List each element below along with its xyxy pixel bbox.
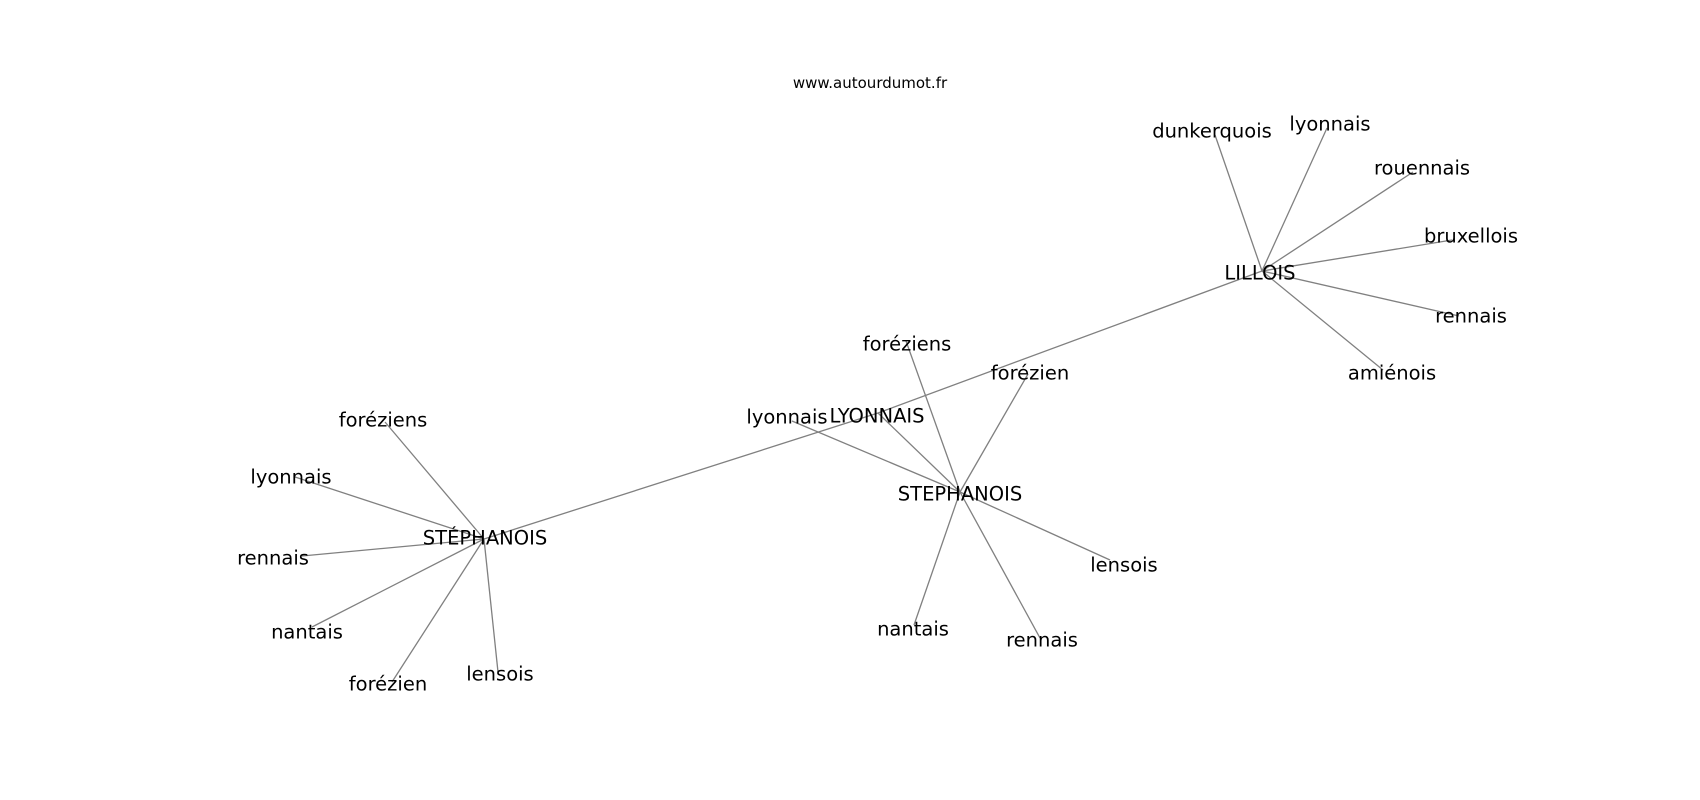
node-label-lyonnais-lille[interactable]: lyonnais (1289, 113, 1370, 136)
node-label-foreziens-left[interactable]: foréziens (339, 409, 428, 432)
edge-stephanois_acc-rennais_left (301, 538, 485, 557)
edge-layer (294, 127, 1460, 683)
node-label-lyonnais-mid[interactable]: lyonnais (746, 406, 827, 429)
node-label-lyonnais-hub[interactable]: LYONNAIS (829, 405, 924, 428)
edge-stephanois_acc-foreziens_left (384, 421, 485, 540)
node-label-forezien-mid[interactable]: forézien (991, 362, 1069, 385)
node-label-dunkerquois[interactable]: dunkerquois (1152, 120, 1272, 143)
edge-lyonnais_hub-stephanois_acc (483, 412, 879, 540)
edge-lillois-bruxellois (1261, 239, 1453, 272)
edge-stephanois_hub-lyonnais_mid (791, 420, 961, 493)
edge-lillois-lyonnais_hub (877, 270, 1263, 414)
node-label-lensois-left[interactable]: lensois (466, 663, 533, 686)
node-label-lyonnais-left[interactable]: lyonnais (250, 466, 331, 489)
edge-stephanois_hub-lensois_mid (959, 491, 1111, 561)
edge-lillois-dunkerquois (1214, 134, 1263, 272)
node-label-bruxellois[interactable]: bruxellois (1424, 225, 1518, 248)
edge-stephanois_acc-nantais_left (311, 538, 485, 628)
edge-lyonnais_hub-stephanois_hub (877, 412, 961, 493)
edge-stephanois_acc-lensois_left (483, 538, 499, 673)
edge-stephanois_hub-rennais_mid (959, 491, 1041, 639)
edge-lillois-rennais_lille (1261, 270, 1460, 317)
node-label-nantais-mid[interactable]: nantais (877, 618, 949, 641)
node-label-rennais-left[interactable]: rennais (237, 547, 309, 570)
node-label-foreziens-mid[interactable]: foréziens (863, 333, 952, 356)
node-label-rouennais[interactable]: rouennais (1374, 157, 1470, 180)
node-label-lensois-mid[interactable]: lensois (1090, 554, 1157, 577)
edge-lillois-amienois (1261, 270, 1384, 371)
edge-stephanois_acc-lyonnais_left (294, 476, 485, 540)
edge-lillois-rouennais (1261, 171, 1414, 272)
node-label-stephanois-hub[interactable]: STEPHANOIS (898, 483, 1022, 506)
node-label-rennais-mid[interactable]: rennais (1006, 629, 1078, 652)
node-label-lillois[interactable]: LILLOIS (1224, 262, 1295, 285)
node-label-amienois[interactable]: amiénois (1348, 362, 1436, 385)
node-label-nantais-left[interactable]: nantais (271, 621, 343, 644)
edge-stephanois_hub-nantais_mid (913, 491, 961, 626)
edge-lillois-lyonnais_lille (1261, 127, 1328, 272)
edge-stephanois_acc-forezien_left (391, 538, 485, 683)
edge-stephanois_hub-forezien_mid (959, 373, 1029, 493)
site-credit: www.autourdumot.fr (793, 74, 948, 92)
node-label-rennais-lille[interactable]: rennais (1435, 305, 1507, 328)
edge-stephanois_hub-foreziens_mid (905, 340, 961, 493)
node-label-stephanois-acc[interactable]: STÉPHANOIS (423, 527, 547, 550)
node-label-forezien-left[interactable]: forézien (349, 673, 427, 696)
